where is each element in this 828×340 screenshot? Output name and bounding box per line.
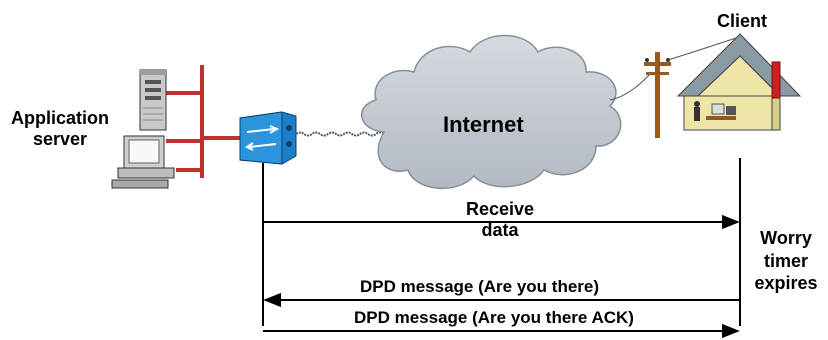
dpd-ack-label: DPD message (Are you there ACK) [354,308,634,327]
wan-link [295,131,385,137]
cloud-icon [360,34,622,190]
worry-timer-label-line3: expires [754,273,818,293]
house-icon [676,33,802,131]
worry-timer-label: Worry timer expires [748,227,824,295]
receive-data-label: Receive data [450,199,550,241]
worry-timer-label-line1: Worry [760,228,812,248]
server-tower-icon [139,69,167,131]
receive-data-label-line2: data [481,220,519,241]
workstation-icon [111,135,175,189]
receive-data-label-line1: Receive [465,199,535,219]
phone-line-cloud [609,71,653,101]
application-server-label-line2: server [32,129,88,150]
worry-timer-label-line2: timer [763,250,808,271]
dpd-request-label: DPD message (Are you there) [360,277,600,296]
internet-label: Internet [443,112,524,137]
client-label: Client [717,11,768,31]
application-server-label-line1: Application [11,108,109,128]
ethernet-bus [166,65,240,178]
vpn-gateway-icon [239,111,297,165]
utility-pole-icon [644,52,671,138]
application-server-label: Application server [6,108,114,150]
phone-line-house [667,35,743,61]
